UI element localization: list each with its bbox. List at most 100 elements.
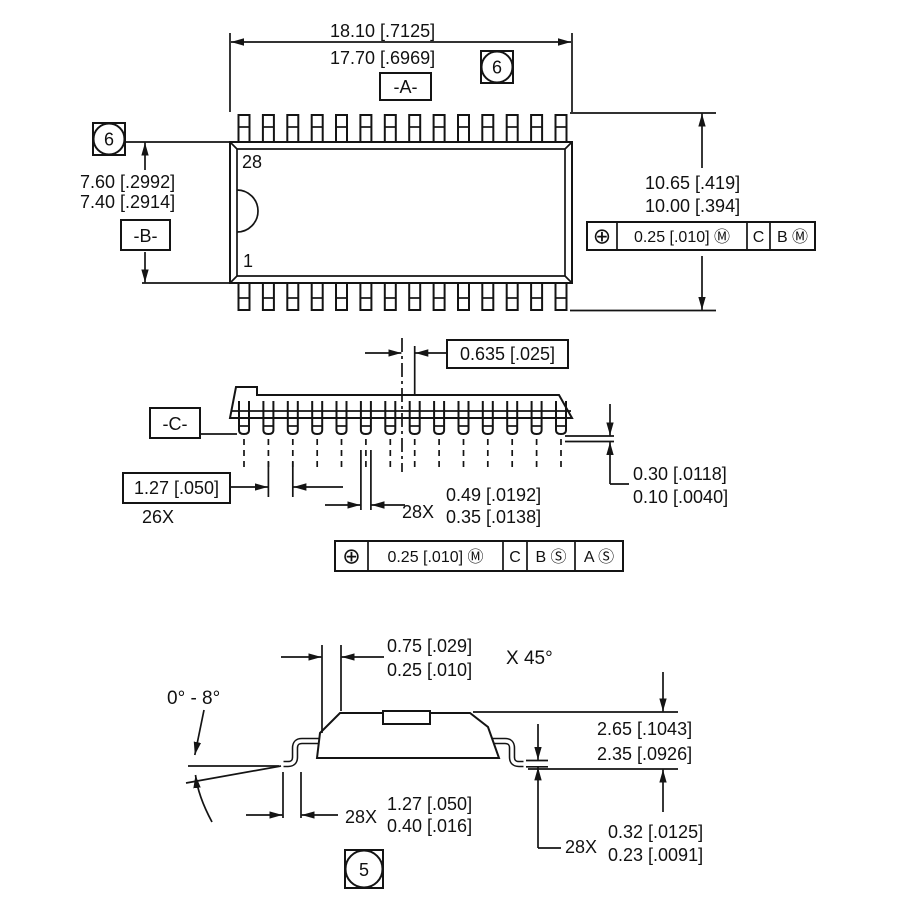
foot-angle-reference xyxy=(185,765,282,784)
fcf-tolerance-value: 0.25 [.010] Ⓜ xyxy=(634,228,730,246)
extension-lines xyxy=(526,759,548,768)
pin xyxy=(237,114,251,143)
bottom-pin-row xyxy=(237,282,568,311)
fcf-datum-a: A Ⓢ xyxy=(584,548,614,566)
pin xyxy=(457,114,470,143)
fcf-cell-dividers xyxy=(616,222,771,250)
pitch-dim-box xyxy=(122,472,231,504)
position-tolerance-symbol: ⊕ xyxy=(342,544,360,569)
chamfer-angle: X 45° xyxy=(506,648,553,669)
fcf-datum-c: C xyxy=(753,229,765,246)
pin xyxy=(530,114,544,143)
offset-dim-box xyxy=(446,339,569,369)
pin xyxy=(310,282,324,311)
extension-lines xyxy=(565,435,614,443)
standoff-dimension: 0.30 [.0118] 0.10 [.0040] xyxy=(565,404,728,507)
flag-note-6-left-circle xyxy=(92,122,126,156)
lead-angle-callout: 0° - 8° xyxy=(167,688,282,823)
top-view: 18.10 [.7125] 17.70 [.6969] -A- 6 28 1 xyxy=(80,21,816,312)
height-dim-max: 7.60 [.2992] xyxy=(80,172,175,192)
thickness-count: 28X xyxy=(565,837,597,857)
pin xyxy=(286,114,300,143)
lead-span-dimension: 10.65 [.419] 10.00 [.394] xyxy=(570,112,740,312)
feature-control-frame-top: ⊕ 0.25 [.010] Ⓜ C B Ⓜ xyxy=(586,221,816,251)
width-dim-mm-min: 17.70 [.6969] xyxy=(330,48,435,68)
height-dim-min: 7.40 [.2914] xyxy=(80,192,175,212)
fcf-frame xyxy=(334,540,624,572)
pin xyxy=(530,282,544,311)
extension-lines xyxy=(473,711,678,770)
datum-b-box xyxy=(120,219,171,251)
extension-lines xyxy=(282,772,302,818)
overall-height-dimension: 2.65 [.1043] 2.35 [.0926] xyxy=(473,672,692,812)
end-view-body xyxy=(315,710,501,759)
pin xyxy=(457,282,470,311)
pin xyxy=(335,114,348,143)
fcf-cell-dividers xyxy=(367,541,576,571)
flag-note-6-top: 6 xyxy=(492,58,502,78)
lead-width-max: 0.49 [.0192] xyxy=(446,485,541,505)
pitch-count: 26X xyxy=(142,507,174,527)
extension-lines xyxy=(321,645,342,733)
pitch-dim: 1.27 [.050] xyxy=(134,478,219,498)
datum-a-label: -A- xyxy=(394,77,418,97)
datum-c-label: -C- xyxy=(163,414,188,434)
pin xyxy=(359,114,373,143)
position-tolerance-symbol: ⊕ xyxy=(593,224,611,249)
pin-number-28: 28 xyxy=(242,152,262,172)
fcf-datum-c: C xyxy=(509,549,521,566)
flag-note-6-left: 6 xyxy=(104,130,114,150)
body-outline xyxy=(315,712,501,759)
lead-thickness-dimension: 28X 0.32 [.0125] 0.23 [.0091] xyxy=(526,724,703,865)
datum-c-callout: -C- xyxy=(149,407,237,439)
pin1-index-notch xyxy=(236,189,259,233)
fcf-datum-b: B Ⓢ xyxy=(535,548,566,566)
standoff-min: 0.10 [.0040] xyxy=(633,487,728,507)
pin xyxy=(359,282,373,311)
top-pin-row xyxy=(237,114,568,143)
mold-mark xyxy=(382,710,431,725)
lead-width-count: 28X xyxy=(402,502,434,522)
pin xyxy=(505,114,519,143)
datum-b-label: -B- xyxy=(134,226,158,246)
extension-lines xyxy=(229,33,573,112)
pin xyxy=(237,282,251,311)
extension-lines xyxy=(267,462,294,497)
lead-width-dimension: 28X 0.49 [.0192] 0.35 [.0138] xyxy=(325,450,541,527)
extension-lines xyxy=(360,450,372,510)
pin xyxy=(383,114,397,143)
end-view: 0.75 [.029] 0.25 [.010] X 45° 0° - 8° 28… xyxy=(167,636,703,889)
pin xyxy=(432,282,446,311)
span-dim-min: 10.00 [.394] xyxy=(645,196,740,216)
datum-c-box xyxy=(149,407,201,439)
top-view-body: 28 1 xyxy=(229,141,573,284)
lead-angle-range: 0° - 8° xyxy=(167,688,220,709)
body-inner-outline xyxy=(236,148,566,277)
body-outline xyxy=(228,386,574,419)
pin xyxy=(554,282,568,311)
pin xyxy=(261,282,275,311)
height-max: 2.65 [.1043] xyxy=(597,719,692,739)
foot-length-dimension: 28X 1.27 [.050] 0.40 [.016] 5 xyxy=(246,772,472,889)
chamfer-dimension: 0.75 [.029] 0.25 [.010] X 45° xyxy=(281,636,553,733)
width-dim-mm: 18.10 [.7125] xyxy=(330,21,435,41)
corner-bevels xyxy=(229,141,573,284)
pin-number-1: 1 xyxy=(243,251,253,271)
center-offset-dimension: 0.635 [.025] xyxy=(365,338,569,472)
pin xyxy=(432,114,446,143)
pin xyxy=(335,282,348,311)
extension-lines xyxy=(570,112,716,312)
angle-leader xyxy=(193,709,205,756)
fcf-tolerance-value: 0.25 [.010] Ⓜ xyxy=(387,548,483,566)
pin xyxy=(261,114,275,143)
datum-a-box xyxy=(379,72,432,101)
right-lead-fill xyxy=(485,739,524,766)
span-dim-max: 10.65 [.419] xyxy=(645,173,740,193)
chamfer-min: 0.25 [.010] xyxy=(387,660,472,680)
body-outline xyxy=(229,141,573,284)
flag-note-5-circle xyxy=(344,849,384,889)
body-height-dimension: 6 7.60 [.2992] 7.40 [.2914] -B- xyxy=(80,122,230,284)
pin xyxy=(408,282,422,311)
extension-lines xyxy=(126,141,230,284)
